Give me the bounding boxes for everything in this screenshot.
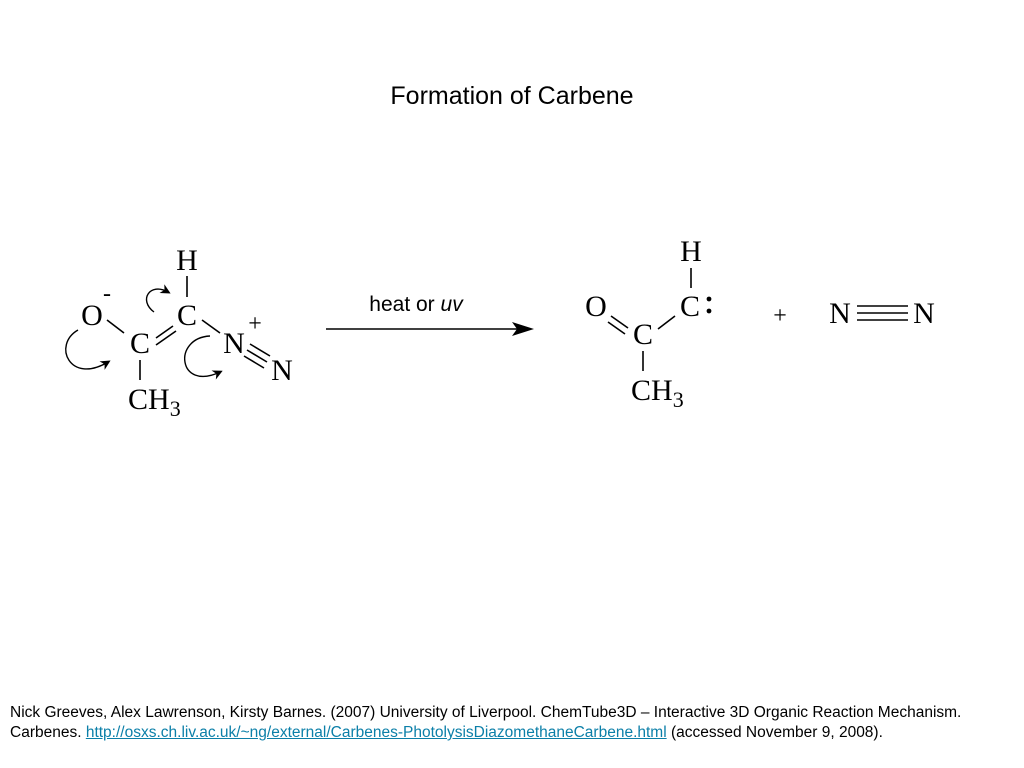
curly-arrow-nitrogen: [184, 335, 223, 380]
bond-o-c: [106, 319, 125, 334]
n2-triple-bond: [857, 305, 908, 321]
bond-n-n-triple-3: [243, 355, 265, 369]
citation-access-date: (accessed November 9, 2008).: [666, 724, 883, 741]
reactant-n-outer-atom: N: [271, 354, 293, 387]
reactant-n-positive-charge: +: [248, 311, 262, 337]
n2-left-atom: N: [829, 297, 851, 330]
reactant-o-negative-charge: -: [103, 281, 111, 307]
bond-c-c-double-1: [155, 325, 174, 339]
bond-c-c-single: [657, 315, 676, 330]
reactant-ch-subscript: 3: [170, 396, 181, 421]
plus-sign: +: [773, 303, 787, 329]
lone-pair-dot-1: [706, 296, 712, 302]
reaction-arrow-group: heat or uv: [326, 293, 534, 336]
product-methyl-group: CH3: [631, 374, 684, 412]
reactant-methyl-group: CH3: [128, 383, 181, 421]
reaction-condition: heat or uv: [369, 293, 464, 316]
condition-text: heat or: [369, 293, 440, 316]
citation-link[interactable]: http://osxs.ch.liv.ac.uk/~ng/external/Ca…: [85, 724, 667, 741]
curly-arrow-double-bond: [145, 284, 171, 313]
reactant-structure: H O - C C N + N CH3: [65, 244, 293, 421]
reactant-o-atom: O: [81, 299, 103, 332]
carbene-lone-pair: [706, 296, 712, 314]
product-o-atom: O: [585, 290, 607, 323]
product-bonds: [607, 268, 692, 371]
bond-c-o-double-2: [607, 321, 626, 335]
reactant-ch-label: CH: [128, 383, 170, 416]
product-ch-label: CH: [631, 374, 673, 407]
reaction-arrow-head: [512, 322, 534, 336]
curly-arrow-oxygen: [65, 329, 111, 370]
citation: Nick Greeves, Alex Lawrenson, Kirsty Bar…: [10, 703, 1016, 743]
product-structure: H O C C CH3 + N N: [585, 235, 935, 412]
reactant-c-lower-atom: C: [130, 327, 150, 360]
curly-arrows: [65, 284, 223, 380]
product-h-atom: H: [680, 235, 702, 268]
product-c-carbene-atom: C: [680, 290, 700, 323]
product-ch-subscript: 3: [673, 387, 684, 412]
reactant-bonds: [106, 276, 271, 380]
slide-title: Formation of Carbene: [390, 82, 634, 110]
product-c-center-atom: C: [633, 318, 653, 351]
bond-c-n: [201, 319, 221, 334]
bond-c-o-double-1: [610, 315, 629, 329]
citation-text: Nick Greeves, Alex Lawrenson, Kirsty Bar…: [10, 704, 962, 741]
bond-n-n-triple-1: [249, 343, 271, 357]
reactant-n-inner-atom: N: [223, 327, 245, 360]
condition-uv-text: uv: [441, 293, 465, 316]
n2-right-atom: N: [913, 297, 935, 330]
lone-pair-dot-2: [706, 308, 712, 314]
bond-n-n-triple-2: [246, 349, 268, 363]
reactant-c-upper-atom: C: [177, 299, 197, 332]
reactant-h-atom: H: [176, 244, 198, 277]
bond-c-c-double-2: [155, 330, 177, 346]
